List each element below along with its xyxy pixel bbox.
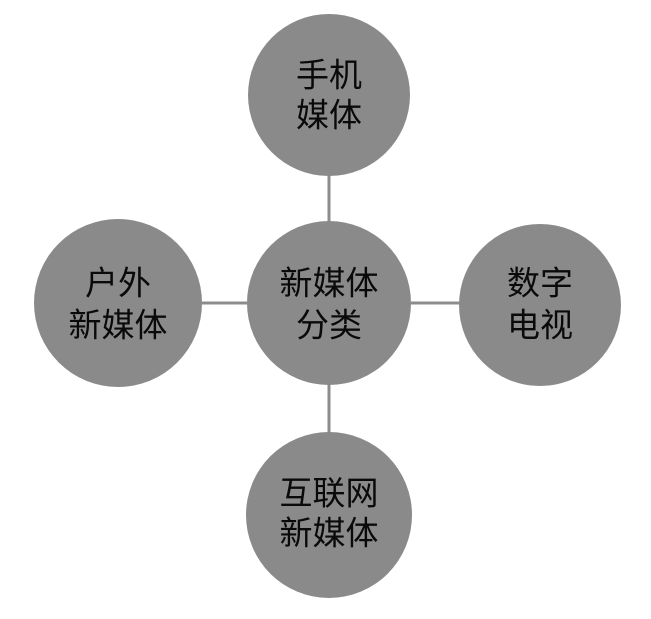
node-center-circle [247, 221, 411, 385]
node-internet-new-media-circle [246, 432, 412, 598]
node-mobile-media: 手机 媒体 [248, 14, 410, 176]
node-internet-new-media-label-2: 新媒体 [280, 514, 379, 553]
node-mobile-media-label-1: 手机 [296, 56, 362, 95]
node-outdoor-new-media: 户外 新媒体 [34, 219, 202, 387]
node-digital-tv: 数字 电视 [459, 224, 621, 386]
node-outdoor-new-media-circle [34, 219, 202, 387]
node-center-label-2: 分类 [296, 306, 362, 345]
node-center-label-1: 新媒体 [280, 264, 379, 303]
node-digital-tv-label-2: 电视 [507, 306, 573, 345]
node-digital-tv-circle [459, 224, 621, 386]
node-mobile-media-label-2: 媒体 [296, 96, 362, 135]
node-center-new-media-classification: 新媒体 分类 [247, 221, 411, 385]
node-mobile-media-circle [248, 14, 410, 176]
node-digital-tv-label-1: 数字 [507, 264, 573, 303]
node-internet-new-media-label-1: 互联网 [280, 474, 379, 513]
node-internet-new-media: 互联网 新媒体 [246, 432, 412, 598]
node-outdoor-new-media-label-2: 新媒体 [69, 306, 168, 345]
node-outdoor-new-media-label-1: 户外 [85, 264, 151, 303]
